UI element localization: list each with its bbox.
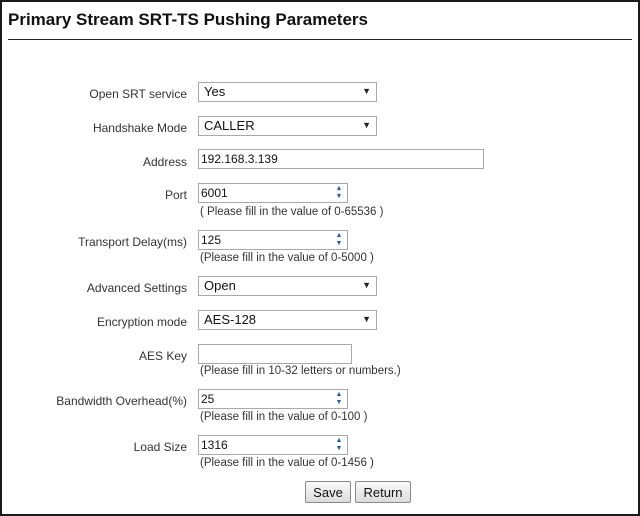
dropdown-arrow-icon: ▼: [362, 280, 371, 290]
aes-key-label: AES Key: [138, 349, 187, 363]
spin-down-icon[interactable]: ▼: [335, 445, 343, 452]
port-input[interactable]: [200, 185, 330, 201]
title-divider: [8, 39, 632, 40]
dropdown-arrow-icon: ▼: [362, 86, 371, 96]
transport-delay-stepper[interactable]: ▲ ▼: [198, 230, 348, 250]
spin-down-icon[interactable]: ▼: [335, 240, 343, 247]
save-button[interactable]: Save: [305, 481, 351, 503]
load-size-label: Load Size: [133, 440, 187, 454]
port-spin-buttons[interactable]: ▲ ▼: [332, 185, 346, 201]
advanced-settings-select[interactable]: Open ▼: [198, 276, 377, 296]
port-stepper[interactable]: ▲ ▼: [198, 183, 348, 203]
encryption-mode-select[interactable]: AES-128 ▼: [198, 310, 377, 330]
open-srt-label: Open SRT service: [89, 87, 187, 101]
spin-up-icon[interactable]: ▲: [335, 185, 343, 192]
bandwidth-overhead-label: Bandwidth Overhead(%): [56, 394, 187, 408]
handshake-mode-value: CALLER: [204, 118, 255, 133]
encryption-mode-label: Encryption mode: [96, 315, 187, 329]
load-size-hint: (Please fill in the value of 0-1456 ): [200, 457, 374, 469]
dropdown-arrow-icon: ▼: [362, 120, 371, 130]
spin-down-icon[interactable]: ▼: [335, 399, 343, 406]
dropdown-arrow-icon: ▼: [362, 314, 371, 324]
address-input[interactable]: [198, 149, 484, 169]
bandwidth-overhead-stepper[interactable]: ▲ ▼: [198, 389, 348, 409]
port-hint: ( Please fill in the value of 0-65536 ): [200, 206, 384, 218]
open-srt-value: Yes: [204, 84, 226, 99]
load-size-input[interactable]: [200, 437, 330, 453]
address-label: Address: [142, 155, 187, 169]
aes-key-hint: (Please fill in 10-32 letters or numbers…: [200, 365, 401, 377]
load-size-spin-buttons[interactable]: ▲ ▼: [332, 437, 346, 453]
bandwidth-overhead-spin-buttons[interactable]: ▲ ▼: [332, 391, 346, 407]
encryption-mode-value: AES-128: [204, 312, 257, 327]
bandwidth-overhead-input[interactable]: [200, 391, 330, 407]
advanced-settings-value: Open: [204, 278, 236, 293]
handshake-mode-label: Handshake Mode: [92, 121, 187, 135]
spin-up-icon[interactable]: ▲: [335, 232, 343, 239]
spin-up-icon[interactable]: ▲: [335, 391, 343, 398]
handshake-mode-select[interactable]: CALLER ▼: [198, 116, 377, 136]
aes-key-input[interactable]: [198, 344, 352, 364]
page-title: Primary Stream SRT-TS Pushing Parameters: [8, 10, 368, 29]
bandwidth-overhead-hint: (Please fill in the value of 0-100 ): [200, 411, 368, 423]
load-size-stepper[interactable]: ▲ ▼: [198, 435, 348, 455]
open-srt-select[interactable]: Yes ▼: [198, 82, 377, 102]
spin-down-icon[interactable]: ▼: [335, 193, 343, 200]
transport-delay-label: Transport Delay(ms): [78, 235, 187, 249]
return-button[interactable]: Return: [355, 481, 411, 503]
port-label: Port: [164, 188, 187, 202]
transport-delay-spin-buttons[interactable]: ▲ ▼: [332, 232, 346, 248]
spin-up-icon[interactable]: ▲: [335, 437, 343, 444]
transport-delay-input[interactable]: [200, 232, 330, 248]
transport-delay-hint: (Please fill in the value of 0-5000 ): [200, 252, 374, 264]
advanced-settings-label: Advanced Settings: [86, 281, 187, 295]
